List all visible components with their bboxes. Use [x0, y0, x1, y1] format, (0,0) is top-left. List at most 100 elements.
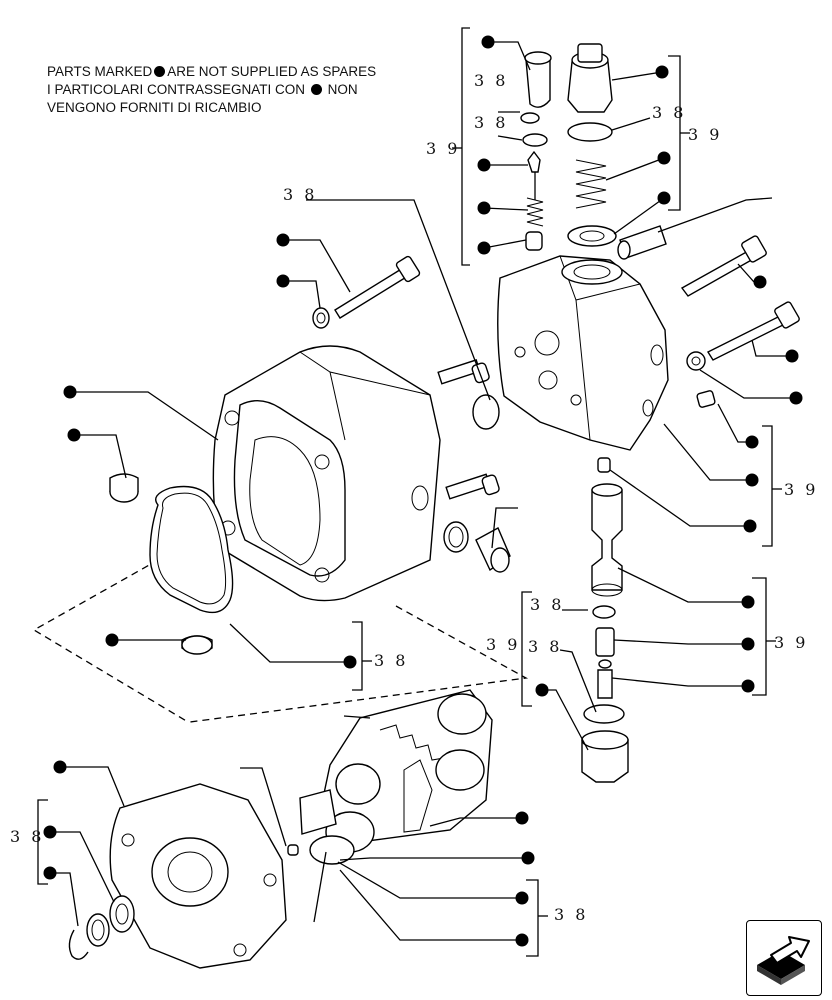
seal-ring [567, 122, 613, 142]
filled-dot-icon [657, 191, 671, 205]
next-page-button[interactable] [746, 920, 822, 996]
ref-39-d: 3 9 [486, 635, 520, 654]
stud-upper [437, 359, 490, 385]
filled-dot-icon [745, 473, 759, 487]
filled-dot-icon [477, 241, 491, 255]
pump-body [212, 345, 441, 602]
filled-dot-icon [477, 158, 491, 172]
ref-39-c: 3 9 [784, 480, 818, 499]
filled-dot-icon [657, 151, 671, 165]
bracket-center [352, 621, 372, 691]
filled-dot-icon [535, 683, 549, 697]
spring-large [575, 159, 607, 209]
sleeve [595, 627, 615, 657]
fitting-valve [617, 225, 667, 260]
front-cover [109, 783, 287, 969]
bushing-gear [309, 835, 355, 865]
section-line-right [189, 605, 529, 723]
plunger-small [525, 231, 543, 251]
seal-plug [583, 704, 625, 724]
filled-dot-icon [741, 637, 755, 651]
bracket-top-left [452, 27, 470, 266]
gasket [149, 485, 234, 614]
bracket-right-2 [752, 577, 776, 696]
stud-lower [445, 473, 500, 500]
filled-dot-icon [43, 866, 57, 880]
circlip [68, 929, 89, 960]
filled-dot-icon [53, 760, 67, 774]
filled-dot-icon [753, 275, 767, 289]
bracket-right-1 [762, 425, 782, 547]
key-pin [287, 844, 299, 856]
plug-nut [581, 730, 629, 783]
filled-dot-icon [276, 233, 290, 247]
filled-dot-icon [154, 66, 166, 77]
filled-dot-icon [741, 679, 755, 693]
ref-38-g: 3 8 [374, 651, 408, 670]
filled-dot-icon [515, 811, 529, 825]
note-line-2: I PARTICOLARI CONTRASSEGNATI CON NON [47, 82, 358, 97]
seal-spool [592, 605, 616, 619]
cap-nut [567, 43, 613, 113]
seal-ring-small [86, 913, 110, 947]
shaft-seal [109, 895, 135, 933]
filled-dot-icon [515, 933, 529, 947]
valve-body [497, 255, 669, 451]
bolt-right-upper [680, 235, 767, 297]
small-pin [597, 457, 611, 473]
long-bolt-left [312, 255, 421, 329]
seal-2 [522, 133, 548, 147]
filled-dot-icon [343, 655, 357, 669]
note-line-3: VENGONO FORNITI DI RICAMBIO [47, 100, 262, 115]
pin-right [696, 390, 716, 408]
ref-38-f: 3 8 [528, 637, 562, 656]
filled-dot-icon [43, 825, 57, 839]
filled-dot-icon [481, 35, 495, 49]
filled-dot-icon [741, 595, 755, 609]
next-page-arrow-icon [757, 936, 810, 985]
spring-small [526, 197, 544, 227]
filled-dot-icon [515, 891, 529, 905]
filled-dot-icon [521, 851, 535, 865]
filled-dot-icon [276, 274, 290, 288]
ref-38-c: 3 8 [652, 103, 686, 122]
washer-right [686, 351, 706, 371]
ref-38-d: 3 8 [283, 185, 317, 204]
filled-dot-icon [477, 201, 491, 215]
filled-dot-icon [310, 84, 322, 95]
filled-dot-icon [745, 435, 759, 449]
plug-small [475, 527, 511, 573]
ref-38-h: 3 8 [10, 827, 44, 846]
filled-dot-icon [743, 519, 757, 533]
filled-dot-icon [785, 349, 799, 363]
leader-lines [50, 41, 796, 941]
bolt-right-lower [706, 301, 800, 361]
ref-38-a: 3 8 [474, 71, 508, 90]
ref-39-a: 3 9 [426, 139, 460, 158]
filled-dot-icon [105, 633, 119, 647]
filled-dot-icon [789, 391, 803, 405]
bushing-lower [181, 635, 213, 655]
screw-top [524, 51, 552, 108]
bracket-mid-left [521, 591, 532, 707]
spring-seat [567, 225, 617, 247]
o-ring-lower [443, 521, 469, 553]
ref-39-e: 3 9 [774, 633, 808, 652]
ref-38-e: 3 8 [530, 595, 564, 614]
bushing-upper [109, 473, 139, 503]
bracket-bottom-left [37, 799, 48, 885]
spool [591, 483, 623, 597]
gear-assembly [299, 689, 493, 853]
bracket-top-right [668, 55, 690, 211]
filled-dot-icon [63, 385, 77, 399]
bracket-bottom-right [526, 879, 548, 957]
filled-dot-icon [655, 65, 669, 79]
plunger [597, 659, 613, 699]
marker-dots [43, 35, 803, 947]
seal-1 [520, 112, 540, 124]
poppet [527, 150, 541, 200]
ref-38-b: 3 8 [474, 113, 508, 132]
